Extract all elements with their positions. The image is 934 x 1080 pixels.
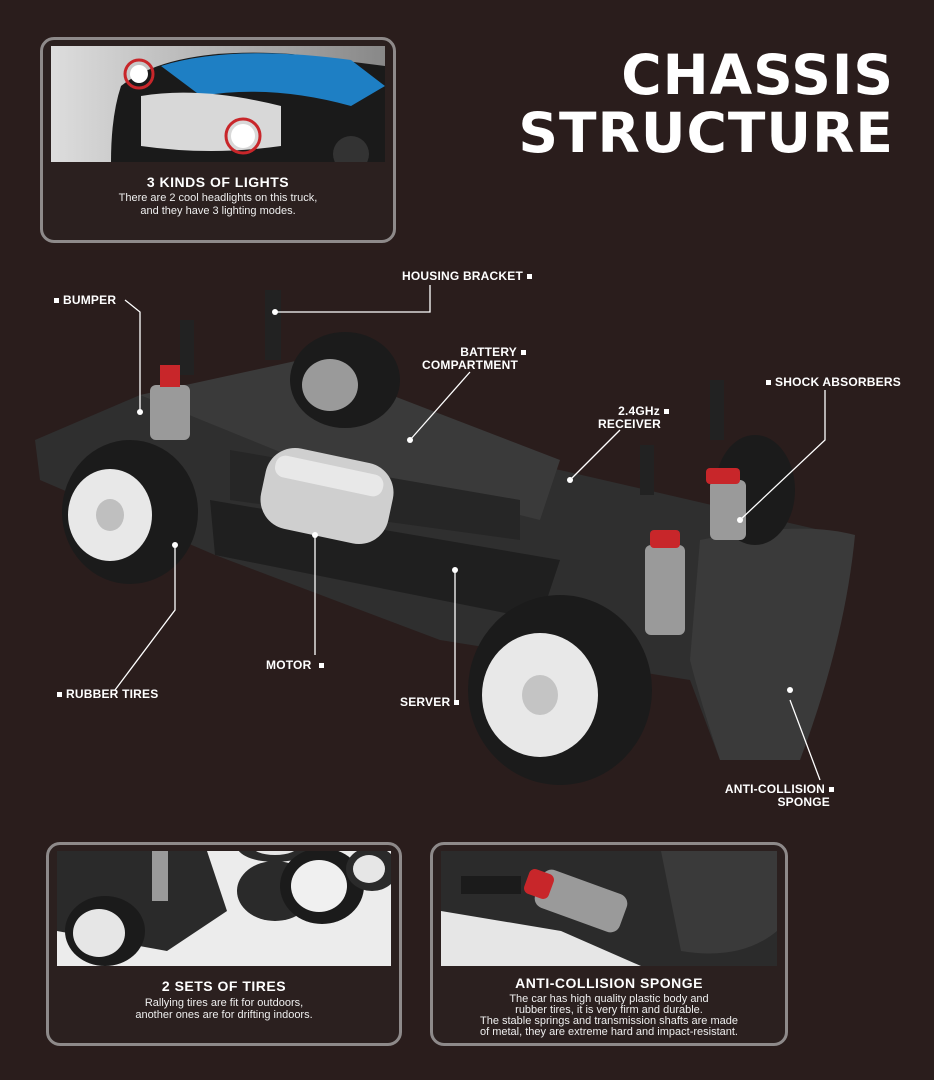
sponge-card: ANTI-COLLISION SPONGE The car has high q… — [430, 842, 788, 1046]
sponge-desc-4: of metal, they are extreme hard and impa… — [479, 1026, 738, 1038]
headlight-photo — [51, 46, 385, 172]
tires-desc-2: another ones are for drifting indoors. — [135, 1009, 313, 1021]
sponge-illustration — [441, 851, 777, 966]
label-shock-absorbers: SHOCK ABSORBERS — [762, 376, 901, 389]
label-motor: MOTOR — [266, 659, 328, 672]
front-right-wheel — [468, 595, 652, 785]
label-housing-bracket: HOUSING BRACKET — [402, 270, 536, 283]
headlight-illustration — [111, 52, 385, 172]
lights-card: 3 KINDS OF LIGHTS There are 2 cool headl… — [40, 37, 396, 243]
lights-desc-1: There are 2 cool headlights on this truc… — [118, 192, 318, 204]
sponge-desc-1: The car has high quality plastic body an… — [509, 993, 709, 1005]
rear-left-wheel — [290, 332, 400, 428]
label-server: SERVER — [400, 696, 463, 709]
tires-heading: 2 SETS OF TIRES — [161, 978, 287, 994]
tires-desc-1: Rallying tires are fit for outdoors, — [144, 997, 304, 1009]
tires-card: 2 SETS OF TIRES Rallying tires are fit f… — [46, 842, 402, 1046]
label-receiver: 2.4GHz RECEIVER — [588, 405, 673, 431]
tires-photo — [57, 845, 398, 966]
sponge-desc-3: The stable springs and transmission shaf… — [479, 1015, 739, 1027]
sponge-photo — [441, 851, 777, 966]
sponge-heading: ANTI-COLLISION SPONGE — [515, 975, 703, 991]
label-bumper: BUMPER — [50, 294, 116, 307]
tires-illustration — [57, 845, 398, 966]
sponge-desc-2: rubber tires, it is very firm and durabl… — [515, 1004, 703, 1016]
front-left-wheel — [62, 440, 198, 584]
label-battery-compartment: BATTERY COMPARTMENT — [415, 346, 530, 372]
page-title: CHASSIS STRUCTURE — [518, 46, 894, 162]
title-line-1: CHASSIS — [621, 43, 894, 107]
title-line-2: STRUCTURE — [518, 101, 894, 165]
label-rubber-tires: RUBBER TIRES — [53, 688, 158, 701]
label-anti-collision-sponge: ANTI-COLLISION SPONGE — [722, 783, 838, 809]
lights-desc-2: and they have 3 lighting modes. — [140, 205, 296, 217]
lights-heading: 3 KINDS OF LIGHTS — [146, 174, 290, 190]
